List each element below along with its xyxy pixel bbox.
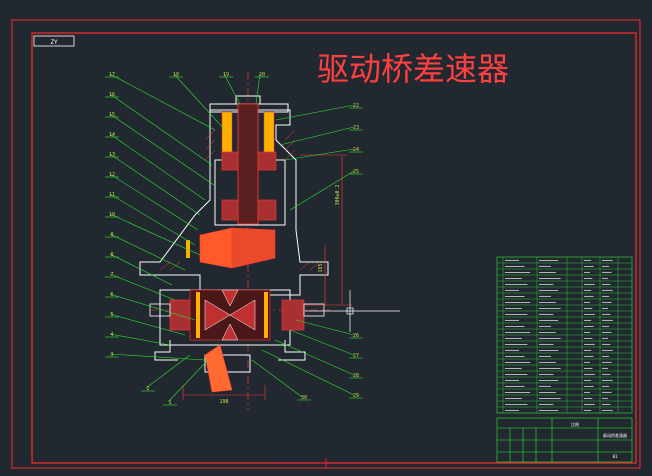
part-label-top-20: 20 <box>259 72 265 78</box>
part-label-top-19: 19 <box>223 72 229 78</box>
leader-line <box>295 319 355 336</box>
part-label-left-5: 5 <box>110 312 113 318</box>
dimension-vertical-1: 300±0.2 <box>335 184 341 205</box>
leader-line <box>289 329 355 356</box>
part-label-bottom-30: 30 <box>301 395 307 401</box>
part-label-right-22: 22 <box>353 103 359 109</box>
crosshair-marker <box>305 290 400 332</box>
leader-line <box>223 73 241 105</box>
leader-line <box>261 349 355 396</box>
leader-line <box>109 173 199 231</box>
part-label-left-9: 9 <box>110 232 113 238</box>
leader-line <box>274 339 355 376</box>
part-label-right-26: 26 <box>353 333 359 339</box>
leader-line <box>289 170 355 211</box>
part-label-right-27: 27 <box>353 353 359 359</box>
leader-line <box>109 253 173 286</box>
title-block-scale-label: 比例 <box>571 421 579 427</box>
part-label-right-28: 28 <box>353 373 359 379</box>
part-label-left-3: 3 <box>110 352 113 358</box>
part-label-left-11: 11 <box>109 192 115 198</box>
leader-line <box>145 354 191 389</box>
leader-line <box>109 233 186 271</box>
part-label-left-14: 14 <box>109 132 115 138</box>
bill-of-materials-table <box>496 256 633 414</box>
part-label-left-17: 17 <box>109 72 115 78</box>
drawing-title: 驱动桥差速器 <box>317 50 509 88</box>
leader-lines <box>105 73 363 406</box>
leader-line <box>109 313 186 336</box>
leader-line <box>284 148 355 161</box>
part-label-left-7: 7 <box>110 272 113 278</box>
part-label-left-4: 4 <box>110 332 113 338</box>
part-label-left-8: 8 <box>110 252 113 258</box>
leader-line <box>167 359 209 403</box>
leader-line <box>109 73 216 131</box>
pinion-shaft <box>209 95 289 225</box>
leader-line <box>255 73 261 105</box>
frame-center-marks <box>280 458 372 468</box>
housing-hatching <box>159 129 321 271</box>
gold-shims <box>186 240 268 338</box>
title-block-name: 驱动桥差速器 <box>603 432 627 438</box>
ring-gear <box>199 227 276 393</box>
leader-line <box>109 213 201 256</box>
leader-line <box>109 193 196 246</box>
part-labels: 17 16 15 14 13 12 11 10 9 8 7 6 5 4 3 2 1 18 19 20 22 23 24 25 2… <box>109 72 359 406</box>
drawing-code-box: ZY <box>33 35 75 47</box>
part-label-right-24: 24 <box>353 147 359 153</box>
dimension-lines <box>182 154 352 400</box>
part-label-right-23: 23 <box>353 125 359 131</box>
part-label-bottom-2: 2 <box>146 386 149 392</box>
differential-case <box>189 289 271 341</box>
leader-line <box>173 73 226 131</box>
part-label-left-12: 12 <box>109 172 115 178</box>
part-label-right-25: 25 <box>353 169 359 175</box>
leader-line <box>109 113 215 186</box>
leader-line <box>109 133 206 201</box>
bearings <box>169 151 305 331</box>
part-label-bottom-1: 1 <box>168 400 171 406</box>
leader-line <box>109 93 213 166</box>
part-label-right-29: 29 <box>353 393 359 399</box>
leader-line <box>109 293 196 321</box>
leader-line <box>109 333 171 346</box>
half-shafts <box>149 303 325 317</box>
part-label-left-10: 10 <box>109 212 115 218</box>
part-label-left-16: 16 <box>109 92 115 98</box>
leader-line <box>109 353 206 361</box>
part-label-top-18: 18 <box>173 72 179 78</box>
leader-line <box>275 104 355 121</box>
leader-line <box>109 273 176 301</box>
part-label-left-13: 13 <box>109 152 115 158</box>
drawing-code-text: ZY <box>50 39 58 46</box>
leader-line <box>251 359 303 398</box>
title-block <box>496 417 633 463</box>
part-label-left-15: 15 <box>109 112 115 118</box>
dimension-bottom-width: 198 <box>219 399 228 405</box>
leader-line <box>109 153 201 216</box>
dimension-vertical-2: 185 <box>318 263 324 272</box>
title-block-sheet: 01 <box>613 454 618 459</box>
leader-line <box>279 126 355 146</box>
part-label-left-6: 6 <box>110 292 113 298</box>
